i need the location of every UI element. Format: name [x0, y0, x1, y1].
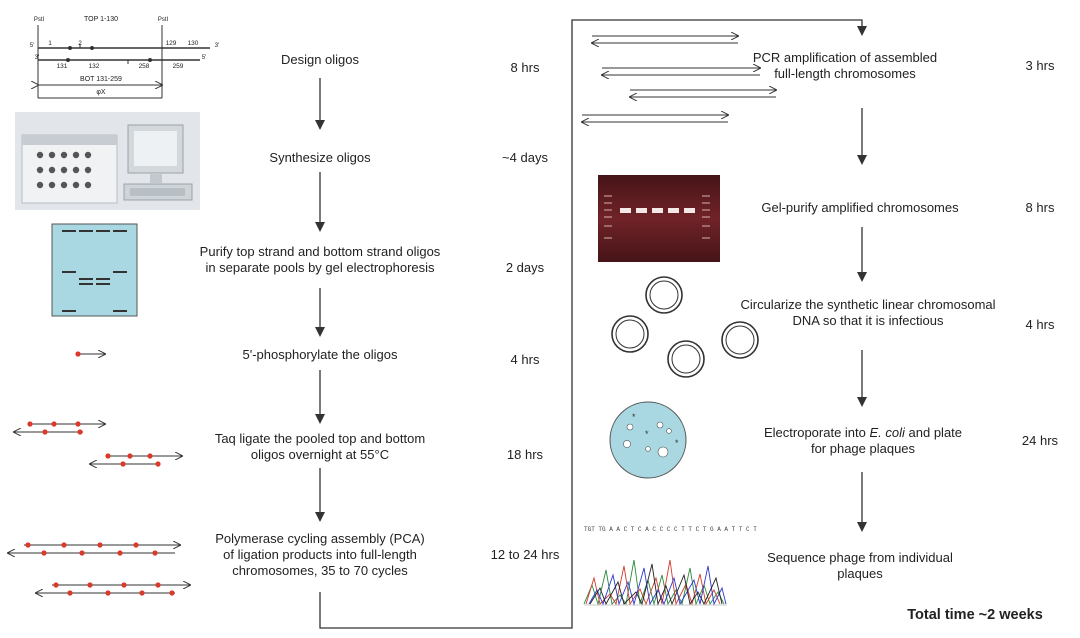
step-gel-purify: Gel-purify amplified chromosomes [761, 200, 959, 215]
step-pca: Polymerase cycling assembly (PCA) of lig… [215, 531, 425, 578]
sequence-chromatogram-image: TGT TG A A C T C A C C C C T T C T G A A… [582, 522, 757, 607]
genome-label: φX [96, 89, 106, 96]
step-phosphorylate: 5'-phosphorylate the oligos [242, 347, 398, 362]
bottom-oligo-title: BOT 131-259 [80, 76, 122, 83]
pst1-left-label: PstI [33, 17, 45, 23]
step-purify-oligos: Purify top strand and bottom strand olig… [199, 244, 441, 275]
oligo-design-schematic [38, 25, 210, 99]
step-taq-ligate: Taq ligate the pooled top and bottom oli… [214, 431, 426, 462]
bottom-five-prime-label: 5' [201, 55, 207, 61]
electroporate-text-end: and plate for phage plaques [810, 425, 963, 456]
top-oligo-number: 129 [165, 40, 177, 47]
five-prime-label: 5' [29, 43, 35, 49]
phosphorylated-oligo-icon [75, 351, 105, 356]
step-pcr-amplification: PCR amplification of assembled full-leng… [752, 50, 938, 81]
step-synthesize-oligos: Synthesize oligos [269, 150, 371, 165]
three-prime-label: 3' [214, 43, 220, 49]
svg-text:TGT TG A A C T C A C C C C T T: TGT TG A A C T C A C C C C T T C T G A A… [584, 526, 757, 533]
svg-text:*: * [645, 429, 649, 439]
duration-gel-purify: 8 hrs [1025, 200, 1055, 215]
ligated-oligos-icon [14, 421, 182, 466]
pcr-amplification-icon [582, 36, 776, 122]
column-connector-line [319, 19, 867, 629]
duration-design-oligos: 8 hrs [510, 60, 540, 75]
bottom-oligo-number: 132 [88, 63, 100, 70]
agarose-gel-image [598, 175, 720, 262]
duration-pca: 12 to 24 hrs [490, 547, 560, 562]
phage-plate-icon: * * * [609, 401, 687, 479]
pca-assembly-icon [8, 542, 190, 595]
gel-pools-image [51, 223, 138, 317]
step-design-oligos: Design oligos [280, 52, 360, 67]
duration-circularize: 4 hrs [1025, 317, 1055, 332]
duration-phosphorylate: 4 hrs [510, 352, 540, 367]
duration-synthesize-oligos: ~4 days [502, 150, 548, 165]
svg-text:*: * [632, 412, 636, 422]
bottom-oligo-number: 259 [172, 63, 184, 70]
duration-electroporate: 24 hrs [1021, 433, 1059, 448]
duration-taq-ligate: 18 hrs [506, 447, 544, 462]
bottom-oligo-number: 258 [138, 63, 150, 70]
bottom-oligo-number: 131 [56, 63, 68, 70]
dna-synthesizer-image [15, 112, 200, 210]
svg-text:*: * [675, 438, 679, 448]
top-oligo-number: 1 [48, 40, 52, 47]
step-sequence-phage: Sequence phage from individual plaques [767, 550, 953, 581]
step-circularize: Circularize the synthetic linear chromos… [740, 297, 996, 328]
total-time-label: Total time ~2 weeks [907, 607, 1043, 623]
circular-dna-icon [611, 276, 759, 378]
bottom-three-prime-label: 3' [34, 55, 40, 61]
e-coli-label: E. coli [869, 425, 905, 440]
electroporate-text-start: Electroporate into [763, 425, 870, 440]
top-oligo-number: 2 [78, 40, 82, 47]
pst1-right-label: PstI [157, 17, 169, 23]
top-oligo-number: 130 [187, 40, 199, 47]
top-oligo-title: TOP 1-130 [84, 16, 118, 23]
duration-pcr-amplification: 3 hrs [1025, 58, 1055, 73]
step-electroporate: Electroporate into E. coli and plate for… [728, 425, 998, 457]
duration-purify-oligos: 2 days [505, 260, 545, 275]
